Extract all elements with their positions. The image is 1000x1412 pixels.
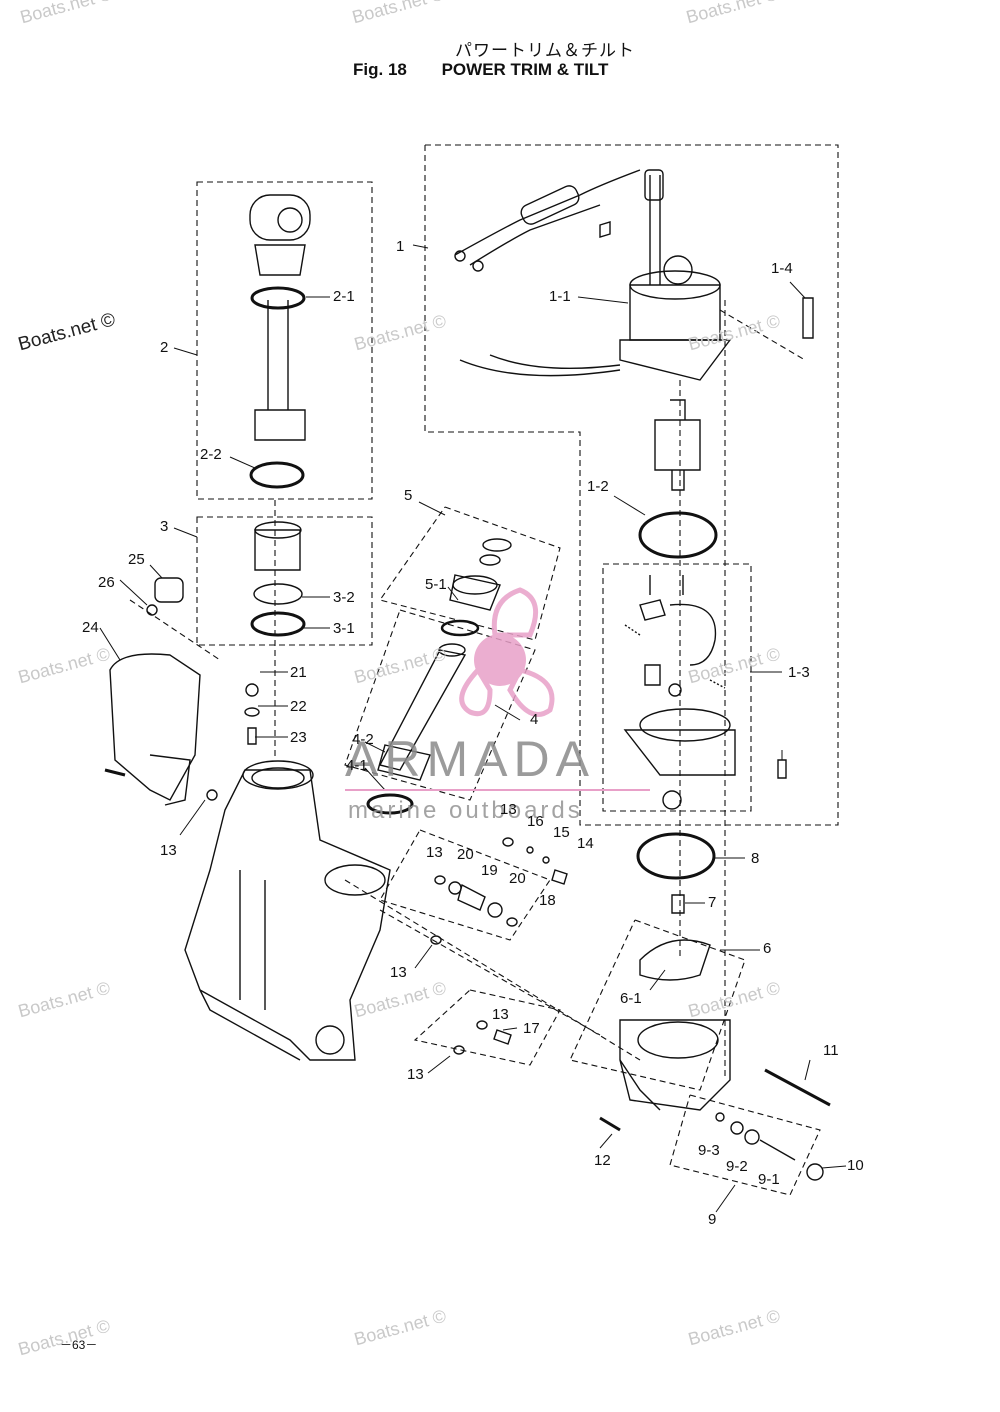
part-label-9: 9 xyxy=(708,1211,717,1228)
part-label-23: 23 xyxy=(290,729,307,746)
group-box-3 xyxy=(196,516,373,646)
part-label-1-2: 1-2 xyxy=(587,478,609,495)
part-label-13: 13 xyxy=(407,1066,424,1083)
part-label-3-1: 3-1 xyxy=(333,620,355,637)
part-label-7: 7 xyxy=(708,894,717,911)
part-label-22: 22 xyxy=(290,698,307,715)
part-label-1-1: 1-1 xyxy=(549,288,571,305)
figure-title: Fig. 18 POWER TRIM & TILT xyxy=(353,60,638,80)
group-box-13-17 xyxy=(413,989,561,1066)
part-label-13: 13 xyxy=(390,964,407,981)
part-label-1-4: 1-4 xyxy=(771,260,793,277)
part-label-14: 14 xyxy=(577,835,594,852)
part-label-10: 10 xyxy=(847,1157,864,1174)
group-box-2 xyxy=(196,181,373,500)
figure-title-english: POWER TRIM & TILT xyxy=(441,60,609,79)
part-label-25: 25 xyxy=(128,551,145,568)
part-label-12: 12 xyxy=(594,1152,611,1169)
part-label-15: 15 xyxy=(553,824,570,841)
part-label-8: 8 xyxy=(751,850,760,867)
group-box-valves xyxy=(379,829,551,941)
part-label-24: 24 xyxy=(82,619,99,636)
part-label-21: 21 xyxy=(290,664,307,681)
part-label-6-1: 6-1 xyxy=(620,990,642,1007)
title-japanese: パワートリム＆チルト xyxy=(455,41,635,61)
armada-propeller-logo xyxy=(459,587,555,717)
brand-name: ARMADA xyxy=(345,731,595,787)
part-label-20: 20 xyxy=(457,846,474,863)
brand-tagline: marine outboards xyxy=(348,797,583,824)
page-number: －63－ xyxy=(60,1338,98,1352)
part-label-26: 26 xyxy=(98,574,115,591)
part-label-1-3: 1-3 xyxy=(788,664,810,681)
part-label-18: 18 xyxy=(539,892,556,909)
part-label-2: 2 xyxy=(160,339,169,356)
part-label-3-2: 3-2 xyxy=(333,589,355,606)
part-label-4-1: 4-1 xyxy=(346,757,368,774)
part-label-13: 13 xyxy=(500,801,517,818)
part-label-5-1: 5-1 xyxy=(425,576,447,593)
group-box-5 xyxy=(379,506,561,641)
part-label-1: 1 xyxy=(396,238,405,255)
part-label-19: 19 xyxy=(481,862,498,879)
part-label-16: 16 xyxy=(527,813,544,830)
part-label-17: 17 xyxy=(523,1020,540,1037)
part-label-9-2: 9-2 xyxy=(726,1158,748,1175)
part-label-4-2: 4-2 xyxy=(352,731,374,748)
group-box-9 xyxy=(669,1094,821,1196)
part-label-9-3: 9-3 xyxy=(698,1142,720,1159)
group-box-1 xyxy=(424,144,839,826)
figure-number: Fig. 18 xyxy=(353,60,407,79)
part-label-11: 11 xyxy=(823,1042,839,1059)
part-label-6: 6 xyxy=(763,940,772,957)
part-label-13: 13 xyxy=(492,1006,509,1023)
part-label-4: 4 xyxy=(530,711,539,728)
part-label-2-2: 2-2 xyxy=(200,446,222,463)
part-label-9-1: 9-1 xyxy=(758,1171,780,1188)
part-label-13: 13 xyxy=(160,842,177,859)
part-label-2-1: 2-1 xyxy=(333,288,355,305)
part-label-3: 3 xyxy=(160,518,169,535)
group-box-1-3 xyxy=(602,563,752,812)
group-box-6 xyxy=(569,919,746,1091)
part-label-13: 13 xyxy=(426,844,443,861)
part-label-20: 20 xyxy=(509,870,526,887)
part-label-5: 5 xyxy=(404,487,413,504)
